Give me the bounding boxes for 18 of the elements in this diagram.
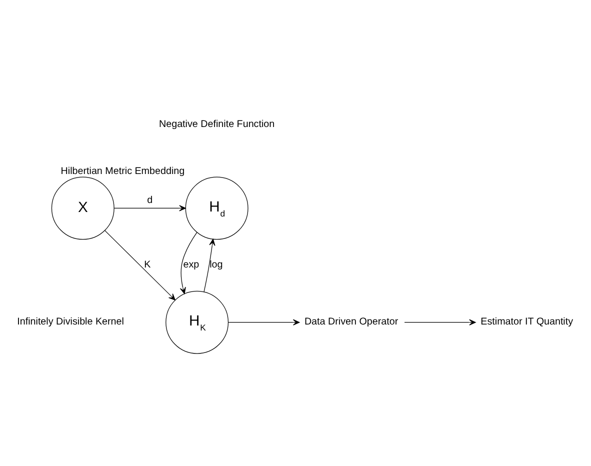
edge-label: K [144,259,151,270]
arrow [104,230,176,300]
node-circle: H$_{d}$ [185,176,248,240]
node-text: Estimator IT Quantity [480,316,574,328]
node-circle: H$_{K}$ [166,290,229,354]
edge-label: log [210,259,223,270]
arrow [114,204,186,211]
label: Infinitely Divisible Kernel [17,316,124,328]
node-text: Data Driven Operator [304,316,398,328]
label: Negative Definite Function [158,118,275,130]
arrow [180,232,198,294]
arrow [204,238,216,292]
node-circle: X [51,176,114,240]
arrow [228,318,300,325]
edge-label: d [147,194,153,206]
node-label: Hilbertian Metric Embedding [60,165,185,176]
arrow [404,318,476,325]
edge-label: exp [183,259,200,270]
